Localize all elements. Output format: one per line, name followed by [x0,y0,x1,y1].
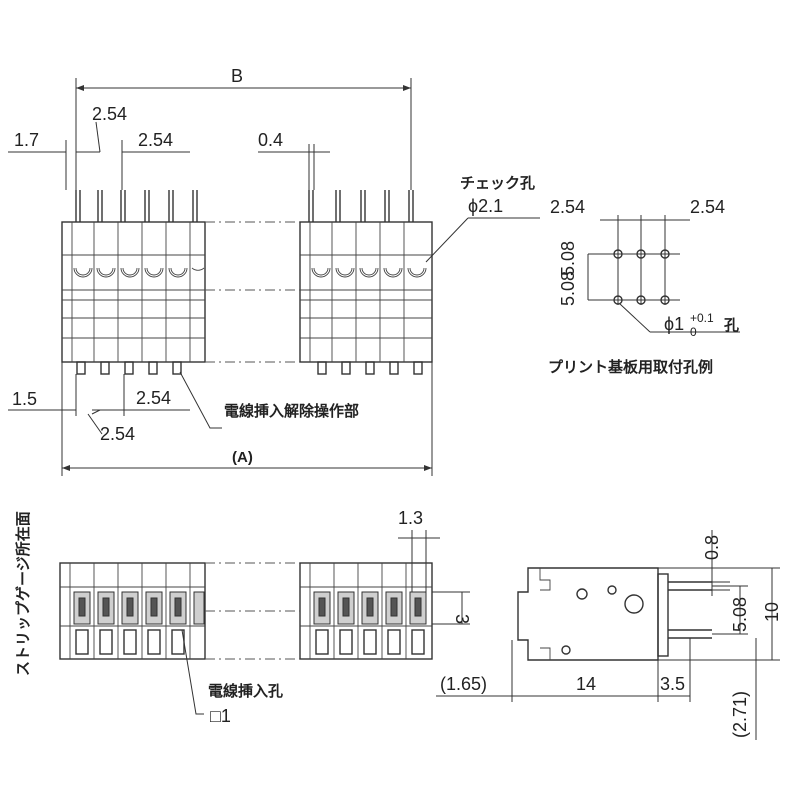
label-pcb-pitch-right: 2.54 [690,197,725,217]
label-release-part: 電線挿入解除操作部 [224,402,359,420]
label-b: B [231,66,243,86]
label-pcb-title: プリント基板用取付孔例 [548,358,713,376]
label-check-dia: ϕ2.1 [468,196,503,216]
pcb-hole-pattern: 2.54 2.54 5.08 5.08 ϕ1 +0.1 0 孔 プリント基板用取… [548,197,740,376]
front-view: ストリップゲージ所在面 [14,508,472,726]
top-view: B 2.54 1.7 2.54 0.4 [8,66,540,476]
label-strip-gauge: ストリップゲージ所在面 [14,511,32,676]
label-pitch-bottom2: 2.54 [100,424,135,444]
label-wire-hole: 電線挿入孔 [208,682,283,700]
label-check-hole: チェック孔 [460,175,535,192]
label-pitch-bottom: 2.54 [136,388,171,408]
label-side-3-5: 3.5 [660,674,685,694]
label-pcb-pitch-left: 2.54 [550,197,585,217]
label-side-1-65: (1.65) [440,674,487,694]
label-front-height: 3 [452,614,472,624]
label-pcb-row2: 5.08 [558,271,578,306]
label-pin-width: 0.4 [258,130,283,150]
label-side-0-8: 0.8 [702,535,722,560]
label-pcb-tol-plus: +0.1 [690,311,714,325]
label-side-5-08: 5.08 [730,597,750,632]
label-edge-bottom: 1.5 [12,389,37,409]
label-pcb-hole-suffix: 孔 [724,317,739,334]
label-a: (A) [232,449,253,466]
label-wire-hole-size: □1 [210,706,231,726]
label-edge-top: 1.7 [14,130,39,150]
side-view: 0.8 5.08 10 (2.71) (1.65) 14 3.5 [436,530,782,740]
label-pcb-row1: 5.08 [558,241,578,276]
label-side-2-71: (2.71) [730,691,750,738]
label-pitch-top: 2.54 [92,104,127,124]
label-pcb-hole: ϕ1 [664,314,684,334]
label-side-10: 10 [762,602,782,622]
label-pitch-top2: 2.54 [138,130,173,150]
label-front-pitch: 1.3 [398,508,423,528]
label-pcb-tol-minus: 0 [690,325,697,339]
label-side-14: 14 [576,674,596,694]
